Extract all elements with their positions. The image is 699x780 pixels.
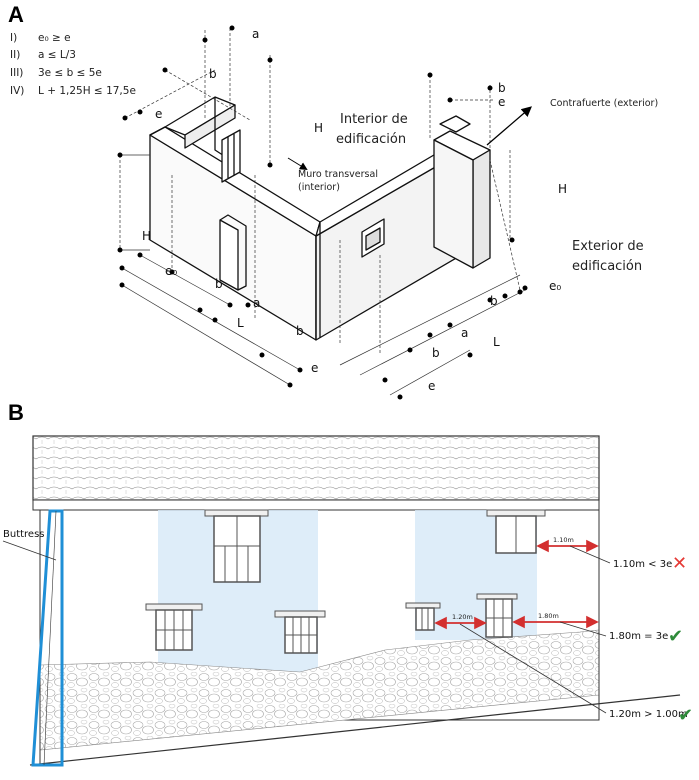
panel-a-labels: a b e H b e H H e₀ b a L b e e₀ b a L b …	[142, 27, 658, 393]
exterior-line-1: Exterior de	[572, 239, 644, 254]
panel-b-annotations: Buttress 1.10m 1.80m 1.20m 1.10m < 3e ✕ …	[2, 529, 693, 726]
buttress-arrow	[486, 106, 532, 146]
window-lower-mid	[274, 610, 326, 654]
stone-masonry	[39, 629, 600, 751]
facade	[29, 435, 681, 767]
dim-b-right: b	[498, 81, 506, 95]
buttress-leader	[2, 540, 57, 561]
ground-line	[29, 694, 681, 766]
rule-1-text: e₀ ≥ e	[38, 32, 71, 44]
fail-cross-icon: ✕	[672, 553, 687, 574]
rules-list: I) e₀ ≥ e II) a ≤ L/3 III) 3e ≤ b ≤ 5e I…	[10, 32, 136, 97]
dim-e-right: e	[498, 95, 505, 109]
dim-a-left: a	[253, 296, 260, 310]
buttress-exterior-label: Contrafuerte (exterior)	[550, 98, 658, 109]
rule-1-num: I)	[10, 32, 17, 44]
buttress-outline	[31, 509, 64, 767]
dim-a-right: a	[461, 326, 468, 340]
dim-H-right: H	[558, 182, 567, 196]
rule-4-num: IV)	[10, 85, 24, 97]
dim-b-left: b	[215, 277, 223, 291]
pass-check-icon-1: ✔	[668, 626, 683, 647]
panel-b-letter: B	[8, 400, 24, 425]
dim-b-mid: b	[296, 324, 304, 338]
dim-H-left: H	[142, 229, 151, 243]
pass-check-icon-2: ✔	[678, 705, 693, 726]
dim-b-right3: b	[432, 346, 440, 360]
callout-120: 1.20m > 1.00m	[609, 709, 688, 720]
dim-L-right: L	[493, 335, 500, 349]
dim-e-top: e	[155, 107, 162, 121]
transverse-wall-arrow	[287, 157, 308, 171]
window-small	[405, 602, 441, 631]
rule-4-text: L + 1,25H ≤ 17,5e	[38, 85, 136, 97]
dim-H-inner: H	[314, 121, 323, 135]
rule-3-text: 3e ≤ b ≤ 5e	[38, 67, 102, 79]
callout-110: 1.10m < 3e	[613, 559, 672, 570]
window-lower-left	[145, 603, 203, 651]
callout-180: 1.80m = 3e	[609, 631, 668, 642]
rule-2-text: a ≤ L/3	[38, 49, 76, 61]
window-upper-right	[486, 509, 546, 554]
dimension-dots	[117, 25, 528, 400]
dim-b-top: b	[209, 67, 217, 81]
interior-line-1: Interior de	[340, 112, 408, 127]
rule-2-num: II)	[10, 49, 20, 61]
transverse-wall-line-1: Muro transversal	[298, 169, 378, 180]
dim-e0-right: e₀	[549, 279, 561, 293]
dimension-lines	[119, 28, 526, 396]
dim-b-right2: b	[490, 294, 498, 308]
panel-a-letter: A	[8, 2, 24, 27]
buttress-label: Buttress	[3, 529, 45, 540]
dim-label-180: 1.80m	[538, 612, 559, 620]
roof-tiles	[32, 435, 600, 501]
window-lower-right	[476, 593, 518, 638]
eave	[32, 499, 600, 511]
rule-3-num: III)	[10, 67, 23, 79]
isometric-house	[149, 96, 491, 341]
dim-label-110: 1.10m	[553, 536, 574, 544]
dim-label-120: 1.20m	[452, 613, 473, 621]
dim-e0-left: e₀	[165, 264, 177, 278]
interior-line-2: edificación	[336, 132, 406, 147]
dim-e-bottom: e	[311, 361, 318, 375]
transverse-wall-line-2: (interior)	[298, 182, 340, 193]
dim-L-left: L	[237, 316, 244, 330]
dim-a-top: a	[252, 27, 259, 41]
exterior-line-2: edificación	[572, 259, 642, 274]
dim-e-right-bottom: e	[428, 379, 435, 393]
window-upper-left	[204, 509, 269, 583]
